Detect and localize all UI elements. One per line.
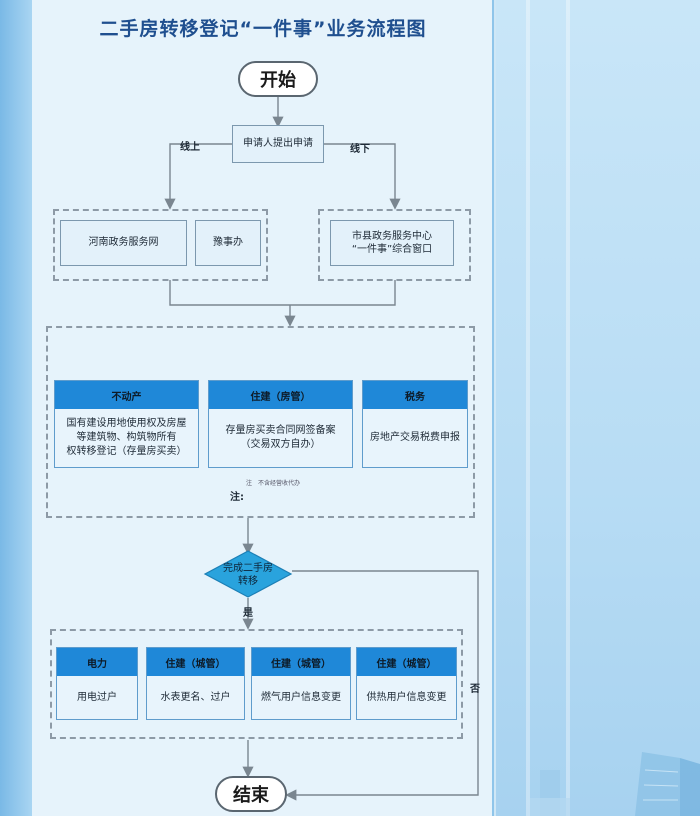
utility-body: 水表更名、过户 xyxy=(160,691,231,703)
department-line: 权转移登记（存量房买卖） xyxy=(66,446,187,457)
offline-channel-line1: 市县政务服务中心 xyxy=(352,230,432,242)
right-background xyxy=(496,0,700,816)
left-background-strip xyxy=(0,0,32,816)
decision-line2: 转移 xyxy=(238,576,258,587)
utility-card-power: 电力 用电过户 xyxy=(56,647,138,720)
department-line: （交易双方自办） xyxy=(240,439,321,450)
department-line: 等建筑物、构筑物所有 xyxy=(76,432,177,443)
department-card-real-estate: 不动产 国有建设用地使用权及房屋 等建筑物、构筑物所有 权转移登记（存量房买卖） xyxy=(54,380,199,468)
decision-text: 完成二手房 转移 xyxy=(213,562,283,588)
offline-channel-group xyxy=(318,209,471,281)
utility-card-water: 住建（城管） 水表更名、过户 xyxy=(146,647,245,720)
utility-header: 住建（城管） xyxy=(357,648,456,676)
utility-card-gas: 住建（城管） 燃气用户信息变更 xyxy=(251,647,351,720)
departments-group xyxy=(46,326,475,518)
department-header: 住建（房管） xyxy=(209,381,352,409)
online-channel-yushiban: 豫事办 xyxy=(195,220,261,266)
department-line: 国有建设用地使用权及房屋 xyxy=(66,418,187,429)
utility-body: 供热用户信息变更 xyxy=(366,691,447,703)
utility-body: 燃气用户信息变更 xyxy=(261,691,341,703)
department-body: 存量房买卖合同网签备案 （交易双方自办） xyxy=(209,409,352,467)
department-header: 不动产 xyxy=(55,381,198,409)
department-header: 税务 xyxy=(363,381,467,409)
utility-card-heating: 住建（城管） 供热用户信息变更 xyxy=(356,647,457,720)
utility-header: 电力 xyxy=(57,648,137,676)
end-node: 结束 xyxy=(215,776,287,812)
offline-channel-line2: “一件事”综合窗口 xyxy=(351,244,433,255)
apply-node: 申请人提出申请 xyxy=(232,125,324,163)
decision-diamond xyxy=(203,550,293,598)
online-label: 线上 xyxy=(180,142,200,153)
utility-header: 住建（城管） xyxy=(147,648,244,676)
note-label: 注: xyxy=(230,492,244,503)
department-body: 国有建设用地使用权及房屋 等建筑物、构筑物所有 权转移登记（存量房买卖） xyxy=(55,409,198,467)
utilities-group xyxy=(50,629,463,739)
department-body: 房地产交易税费申报 xyxy=(370,432,460,443)
utility-header: 住建（城管） xyxy=(252,648,350,676)
yes-label: 是 xyxy=(243,608,253,619)
online-channels-group xyxy=(53,209,268,281)
utility-body: 用电过户 xyxy=(77,691,117,703)
department-card-housing: 住建（房管） 存量房买卖合同网签备案 （交易双方自办） xyxy=(208,380,353,468)
start-node: 开始 xyxy=(238,61,318,97)
decision-line1: 完成二手房 xyxy=(223,563,273,574)
no-label: 否 xyxy=(470,684,480,695)
diagram-title: 二手房转移登记“一件事”业务流程图 xyxy=(99,18,427,40)
online-channel-henan: 河南政务服务网 xyxy=(60,220,187,266)
department-card-tax: 税务 房地产交易税费申报 xyxy=(362,380,468,468)
offline-channel-window: 市县政务服务中心 “一件事”综合窗口 xyxy=(330,220,454,266)
small-note: 注 不含经营收代办 xyxy=(246,480,301,487)
offline-label: 线下 xyxy=(350,144,370,155)
department-line: 存量房买卖合同网签备案 xyxy=(225,425,336,436)
city-buildings-illustration xyxy=(530,752,700,816)
